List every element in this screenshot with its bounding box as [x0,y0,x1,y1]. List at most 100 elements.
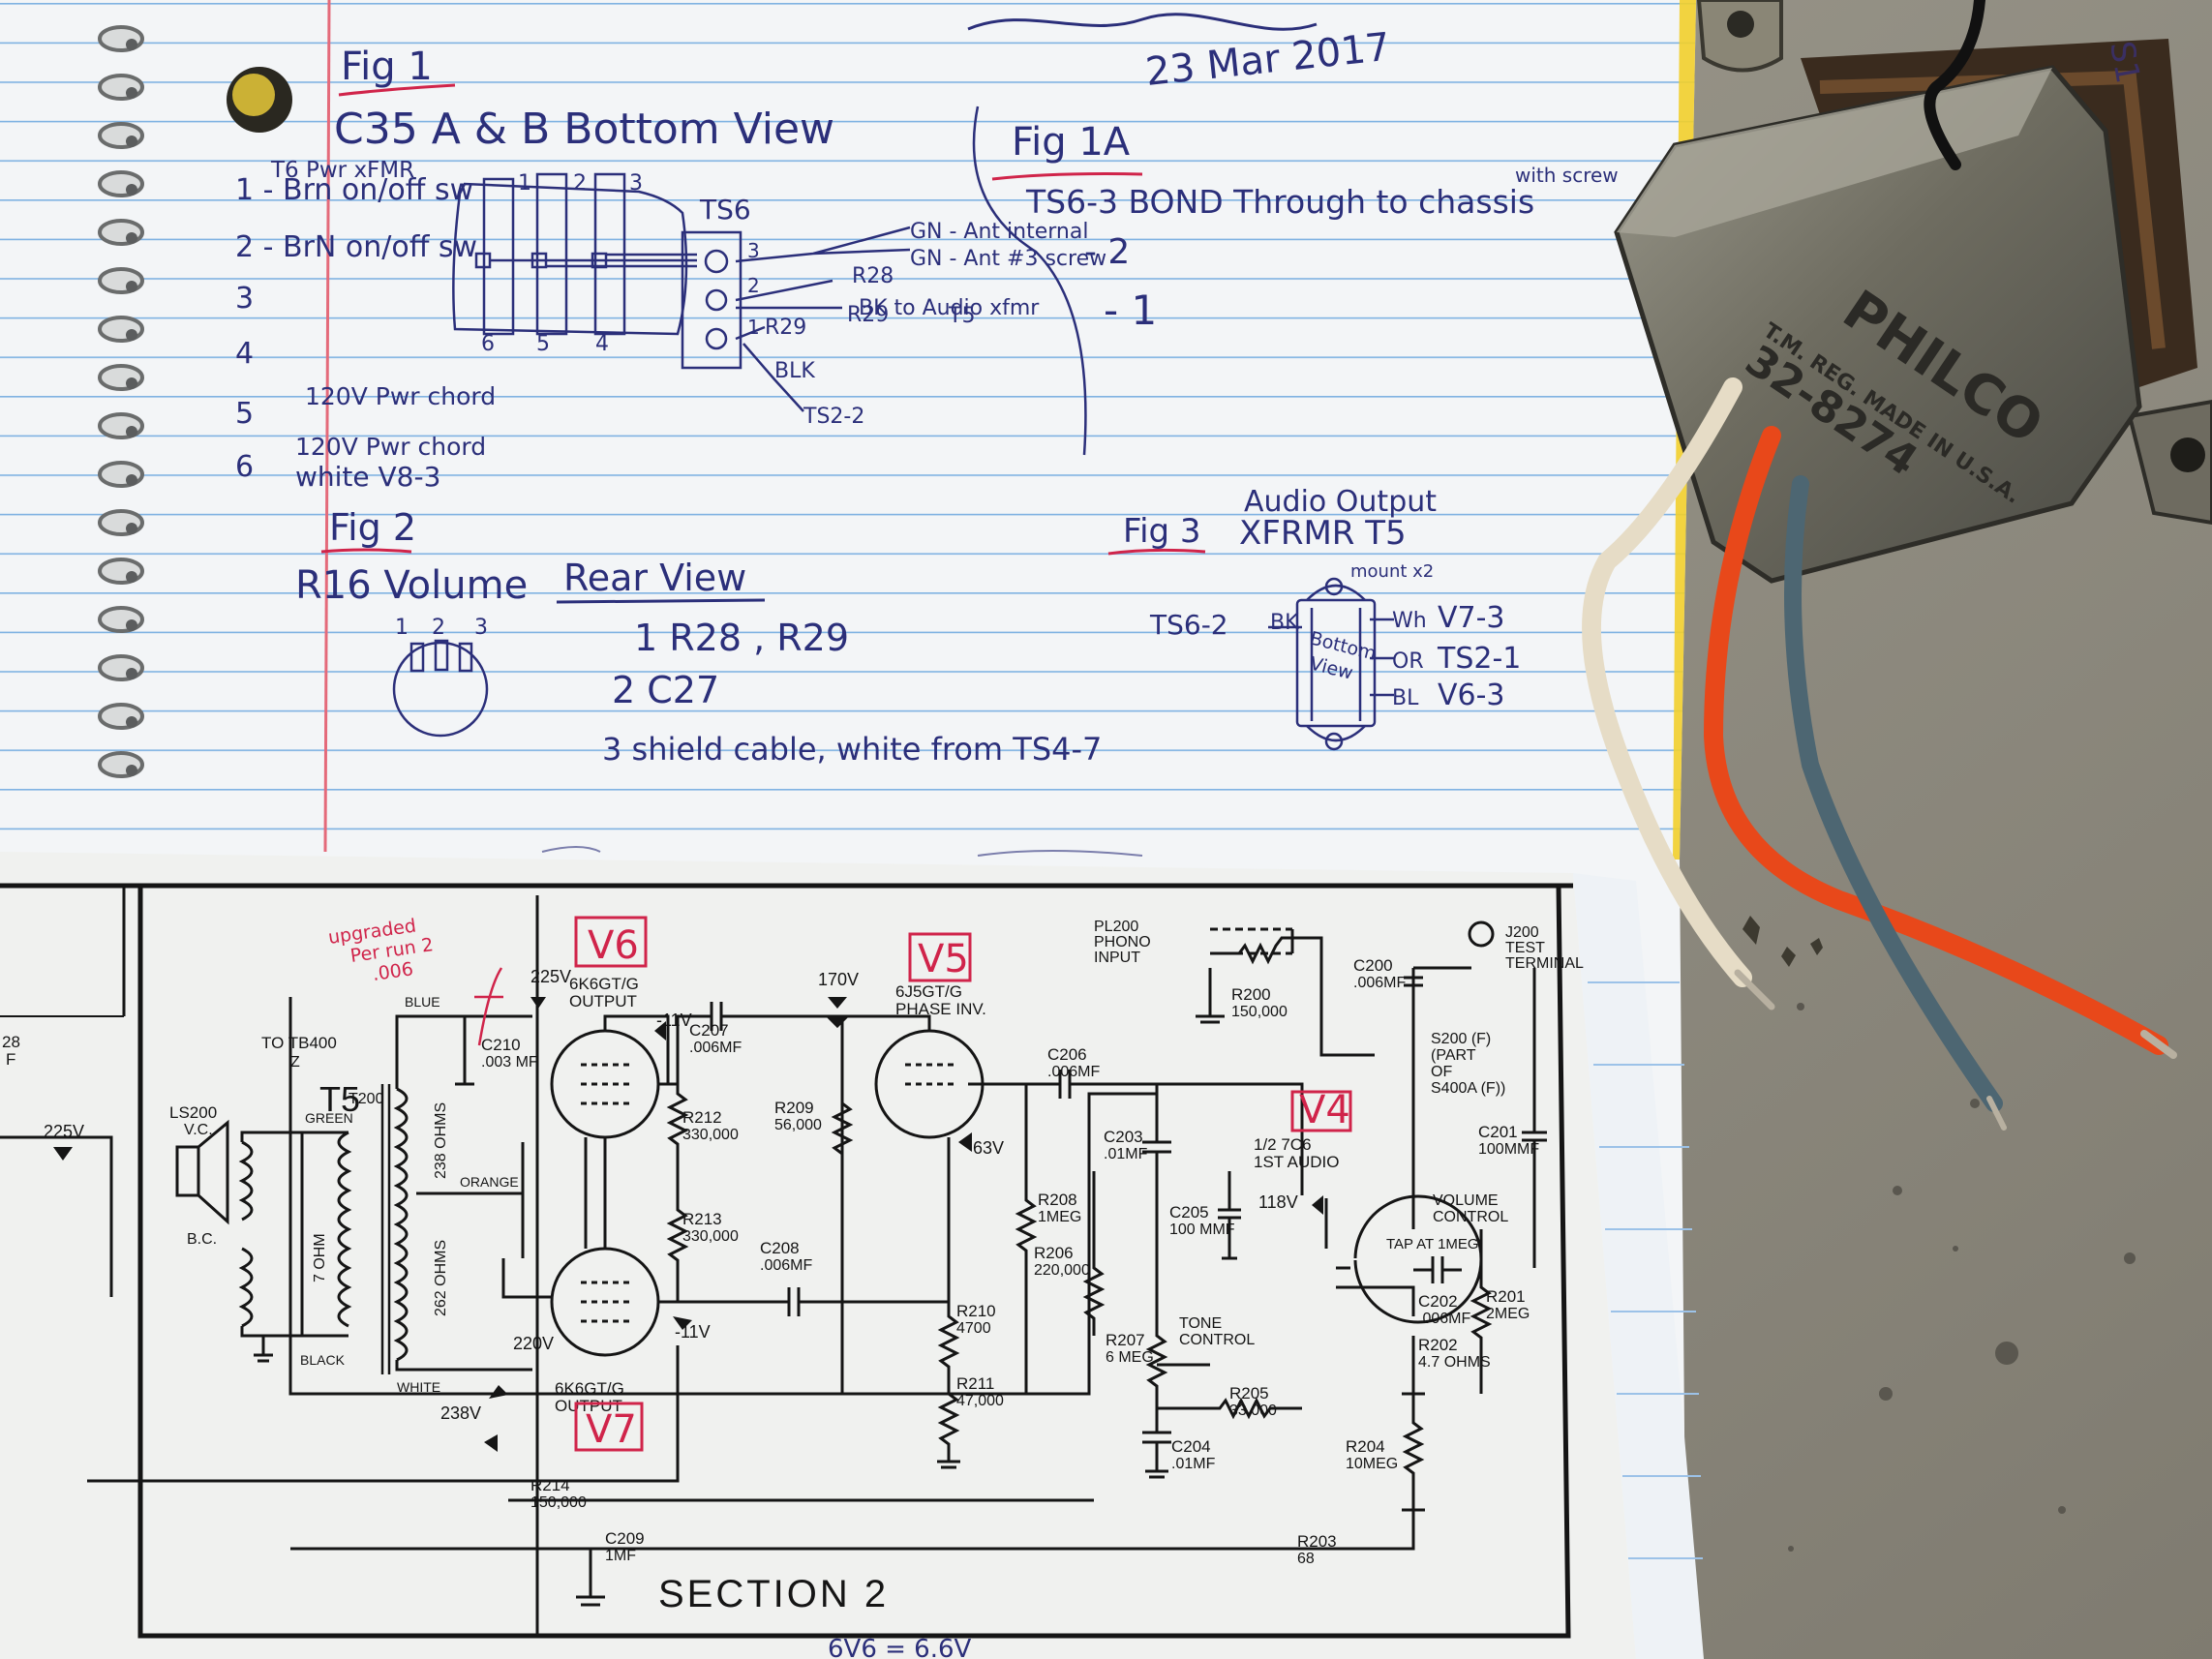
label-t5: T5 [948,304,975,328]
component-value: 2MEG [1486,1306,1530,1322]
fig3-wire-dest: V7-3 [1438,601,1505,635]
component-id: R200 [1231,985,1271,1004]
spiral-hole [126,716,137,728]
component-id: R206 [1034,1244,1074,1262]
voltage-label: 220V [513,1334,554,1353]
fig3-bk: BK [1270,611,1299,635]
tone-label: CONTROL [1179,1332,1255,1348]
schematic-sheet [0,852,1636,1659]
component-value: 330,000 [682,1228,739,1245]
mount-tab-right [2127,399,2212,526]
test-terminal-label: TERMINAL [1505,955,1584,972]
t5-white: WHITE [397,1379,440,1395]
fig1a-title: Fig 1A [1012,120,1131,165]
rear-underline [556,598,766,604]
fig1-underline [338,83,456,97]
component-value: .01MF [1171,1456,1216,1472]
speaker-vc: V.C. [184,1122,213,1138]
speaker-ohm: 7 OHM [312,1233,328,1282]
fig1-list-item: 1 - Brn on/off sw [235,173,473,207]
black-wire [1924,0,1985,170]
voltage-label: 238V [440,1403,481,1423]
voltage-label: -11V [656,1010,692,1030]
fig3-wire-color: BL [1392,686,1419,710]
voltage-label: 63V [973,1138,1004,1158]
test-terminal-label: J200 [1505,924,1539,941]
component-value: 4700 [956,1320,991,1337]
speaker-green: GREEN [305,1110,353,1126]
switch-label: S200 (F) [1431,1031,1491,1047]
component-value: 220,000 [1034,1262,1090,1279]
ts6-pin-number: 3 [747,239,760,262]
v5-description: PHASE INV. [895,1000,986,1018]
speaker-bc: B.C. [187,1231,217,1248]
section-title: SECTION 2 [658,1573,889,1615]
c35-top-number: 2 [573,171,587,196]
orange-wire-end [2140,1030,2177,1059]
tube-boxes [574,916,1352,1452]
component-id: R205 [1229,1384,1269,1403]
component-value: 1MF [605,1548,636,1564]
voltage-label: 225V [530,967,571,986]
fig2-title: Fig 2 [329,506,416,549]
fig1-list-item: 6 [235,450,254,484]
component-value: 33,000 [1229,1403,1277,1419]
fig1-title: Fig 1 [341,45,433,89]
c35-top-number: 3 [629,171,643,196]
t5-z: Z [290,1054,300,1071]
fig3-wire-dest: TS2-1 [1437,642,1521,676]
component-value: 100MMF [1478,1141,1539,1158]
volume-pot-sketch [392,641,489,738]
bottom-note: 6V6 = 6.6V [828,1635,972,1659]
component-id: C203 [1104,1128,1143,1146]
spiral-hole [126,523,137,534]
spiral-hole [126,571,137,583]
underlying-page-edge [1573,873,1704,1659]
pencil-mark: S1 [2102,39,2147,87]
component-id: C206 [1047,1045,1087,1064]
fig1a-dash1: - 1 [1104,287,1157,334]
t5-orange: ORANGE [460,1174,519,1190]
component-id: R204 [1346,1437,1385,1456]
component-id: C209 [605,1529,645,1548]
component-id: C200 [1353,956,1393,975]
component-id: R212 [682,1108,722,1127]
t5-ohm1: 238 OHMS [433,1102,449,1179]
blue-wire-end [1986,1096,2007,1131]
core-rust [1819,70,2166,349]
bench-rust [1742,916,1823,967]
v4-description: 1ST AUDIO [1254,1153,1340,1171]
component-value: 100 MMF [1169,1222,1235,1238]
spiral-hole [126,377,137,389]
volume-label: VOLUME [1433,1192,1499,1209]
t6-header: T6 Pwr xFMR [270,158,414,183]
t5-blue: BLUE [405,994,440,1010]
upgrade-arrow [474,967,503,1046]
component-value: .006MF [760,1257,812,1274]
spiral-hole [126,668,137,679]
tone-label: TONE [1179,1315,1222,1332]
pot-pin-number: 3 [474,616,488,640]
binder-hole-shine [232,74,275,116]
c35-sketch [452,172,911,412]
pot-pin-number: 2 [432,616,445,640]
fig1a-with-screw: with screw [1515,164,1619,187]
component-value: .006MF [1353,975,1406,991]
fig2-item: 2 C27 [612,669,719,711]
v7-description: 6K6GT/G [555,1379,624,1398]
component-id: C204 [1171,1437,1211,1456]
pot-pin-number: 1 [395,616,409,640]
fig2-subtitle: R16 Volume [295,563,528,608]
component-id: C202 [1418,1292,1458,1311]
switch-label: S400A (F)) [1431,1080,1505,1097]
c35-bottom-number: 4 [595,332,609,356]
label-bk-audio: BK to Audio xfmr [859,296,1040,320]
component-value: 330,000 [682,1127,739,1143]
fig3-mount: mount x2 [1350,561,1434,582]
fig1-list-item: 5 [235,397,254,431]
component-id: R211 [956,1374,994,1393]
c35-bottom-number: 5 [536,332,550,356]
